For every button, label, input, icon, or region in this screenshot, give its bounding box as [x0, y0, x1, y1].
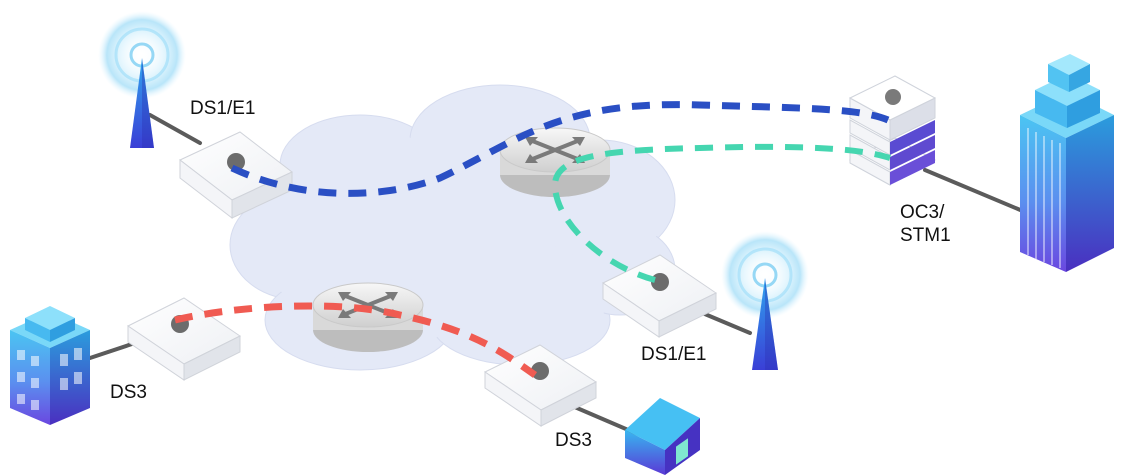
label-oc3-line2: STM1	[900, 225, 951, 246]
antenna-icon	[721, 231, 809, 370]
link-red-dashed	[174, 302, 538, 378]
label-oc3-line1: OC3/	[900, 202, 945, 223]
switch-icon	[127, 297, 241, 381]
router-icon	[312, 282, 424, 352]
switch-icon	[484, 344, 597, 427]
label-ds1-top: DS1/E1	[190, 98, 256, 119]
antenna-icon	[98, 11, 186, 148]
server-stack-icon	[848, 75, 937, 186]
label-ds3-left: DS3	[110, 382, 147, 403]
building-icon	[1020, 54, 1114, 272]
router-icon	[499, 127, 611, 197]
label-ds1-bottom: DS1/E1	[641, 344, 707, 365]
building-icon	[10, 306, 90, 425]
link-teal-dashed	[551, 143, 891, 283]
house-icon	[625, 398, 700, 475]
label-ds3-bottom: DS3	[555, 430, 592, 451]
switch-icon	[602, 254, 717, 338]
